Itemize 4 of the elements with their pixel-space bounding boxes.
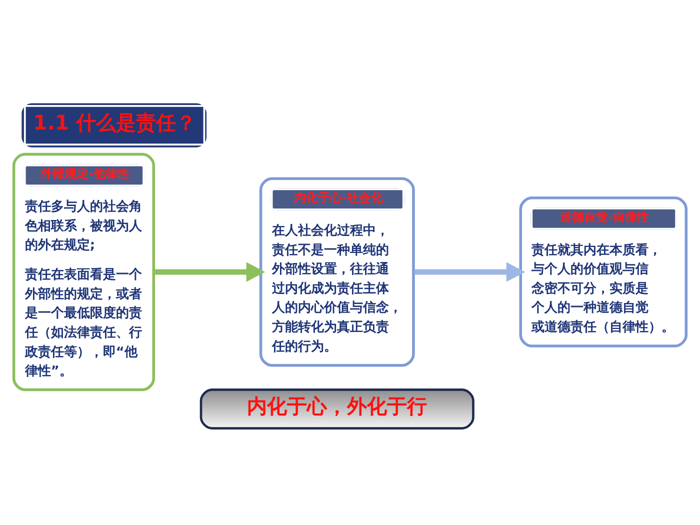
diagram-title: 1.1 什么是责任？: [33, 110, 196, 134]
arrow: [155, 262, 266, 282]
node-box: 内化于心，外化于行: [200, 388, 474, 429]
arrow: [414, 262, 526, 282]
